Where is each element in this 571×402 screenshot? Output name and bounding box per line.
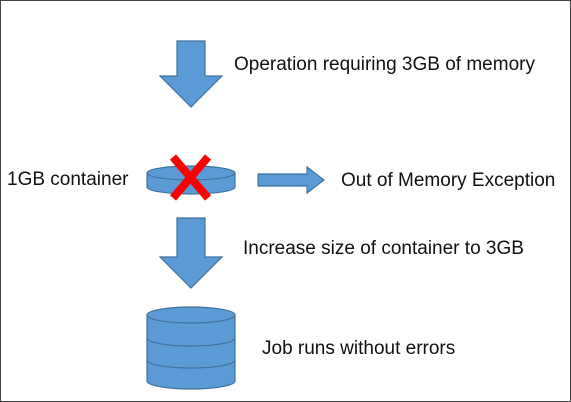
middle-down-arrow-icon xyxy=(158,217,224,289)
exception-label: Out of Memory Exception xyxy=(341,170,556,191)
right-arrow-icon xyxy=(257,165,325,195)
operation-label: Operation requiring 3GB of memory xyxy=(234,54,535,75)
large-container-icon xyxy=(146,306,236,390)
increase-size-label: Increase size of container to 3GB xyxy=(243,238,524,259)
result-label: Job runs without errors xyxy=(262,338,456,359)
small-container-label: 1GB container xyxy=(7,169,129,190)
failure-cross-icon xyxy=(169,154,212,201)
top-down-arrow-icon xyxy=(158,40,224,108)
